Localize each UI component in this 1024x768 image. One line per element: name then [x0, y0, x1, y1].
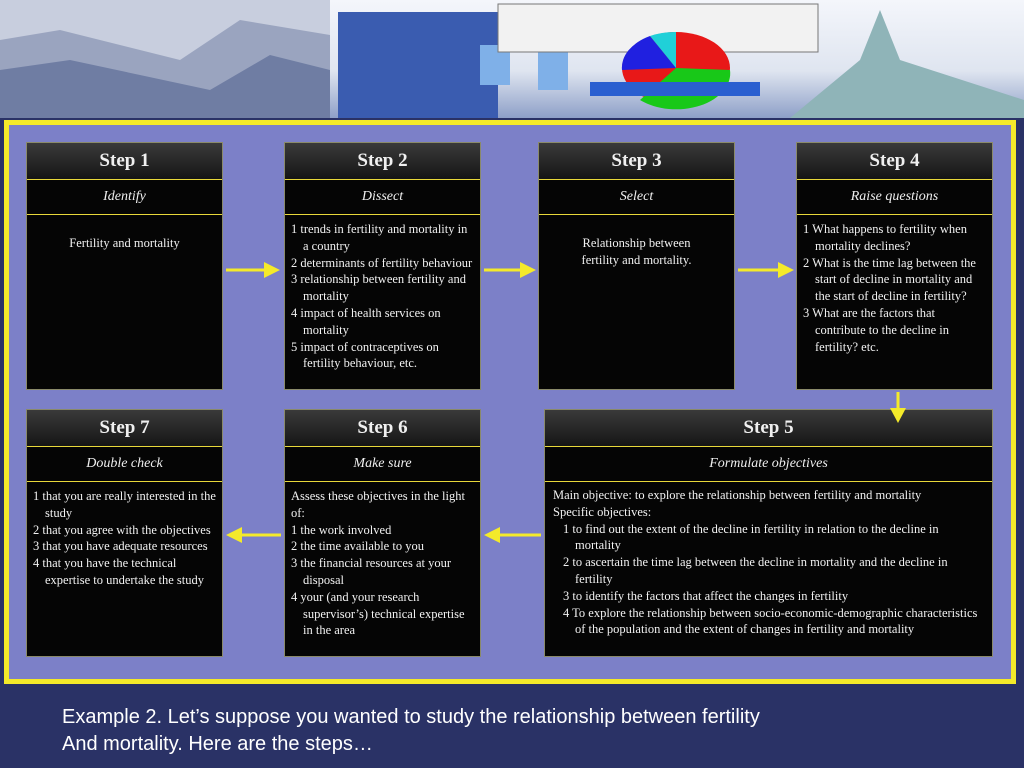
step-1-subtitle: Identify: [27, 180, 222, 215]
banner-pie-slice: [650, 31, 676, 68]
caption-line-1: Example 2. Let’s suppose you wanted to s…: [62, 706, 760, 728]
banner-surface-plot: [790, 10, 1024, 118]
step-6-body: Assess these objectives in the light of:…: [285, 482, 480, 645]
list-item: 1 that you are really interested in the …: [33, 489, 216, 520]
step-1-body: Fertility and mortality: [27, 215, 222, 258]
step-5-body: Main objective: to explore the relations…: [545, 482, 992, 643]
banner-area-chart-layer: [0, 55, 330, 118]
step-5-specific-label: Specific objectives:: [553, 504, 652, 519]
step-1-text: Fertility and mortality: [69, 236, 180, 250]
list-item: 3 What are the factors that contribute t…: [803, 305, 949, 354]
slide-caption: Example 2. Let’s suppose you wanted to s…: [62, 704, 1002, 758]
step-7-box: Step 7 Double check 1 that you are reall…: [26, 409, 223, 657]
decorative-chart-banner: [0, 0, 1024, 118]
step-3-subtitle: Select: [539, 180, 734, 215]
step-6-intro: Assess these objectives in the light of:: [291, 489, 465, 520]
step-5-title: Step 5: [545, 410, 992, 447]
step-4-body: 1 What happens to fertility when mortali…: [797, 215, 992, 361]
step-7-body: 1 that you are really interested in the …: [27, 482, 222, 595]
step-4-subtitle: Raise questions: [797, 180, 992, 215]
step-7-subtitle: Double check: [27, 447, 222, 482]
list-item: 4 impact of health services on mortality: [291, 305, 441, 337]
step-3-body: Relationship between fertility and morta…: [539, 215, 734, 275]
step-2-box: Step 2 Dissect 1 trends in fertility and…: [284, 142, 481, 390]
step-2-body: 1 trends in fertility and mortality in a…: [285, 215, 480, 378]
list-item: 1 trends in fertility and mortality in a…: [291, 222, 468, 253]
list-item: 5 impact of contraceptives on fertility …: [291, 339, 439, 371]
banner-pie-slice: [621, 36, 676, 70]
step-5-subtitle: Formulate objectives: [545, 447, 992, 482]
list-item: 2 What is the time lag between the start…: [803, 255, 976, 304]
list-item: 3 to identify the factors that affect th…: [563, 588, 849, 603]
list-item: 1 the work involved: [291, 522, 392, 537]
step-7-title: Step 7: [27, 410, 222, 447]
list-item: 4 that you have the technical expertise …: [33, 556, 204, 587]
list-item: 1 to find out the extent of the decline …: [563, 521, 939, 553]
banner-bar-strip: [590, 82, 760, 96]
list-item: 1 What happens to fertility when mortali…: [803, 222, 967, 253]
step-5-main-objective: Main objective: to explore the relations…: [553, 488, 922, 502]
banner-graphics: [0, 0, 1024, 118]
list-item: 2 to ascertain the time lag between the …: [563, 555, 948, 586]
step-1-title: Step 1: [27, 143, 222, 180]
step-3-box: Step 3 Select Relationship between ferti…: [538, 142, 735, 390]
list-item: 2 the time available to you: [291, 539, 424, 554]
step-5-box: Step 5 Formulate objectives Main objecti…: [544, 409, 993, 657]
step-4-box: Step 4 Raise questions 1 What happens to…: [796, 142, 993, 390]
list-item: 2 that you agree with the objectives: [33, 522, 211, 537]
step-6-box: Step 6 Make sure Assess these objectives…: [284, 409, 481, 657]
list-item: 3 the financial resources at your dispos…: [291, 556, 452, 587]
list-item: 3 relationship between fertility and mor…: [291, 272, 466, 304]
step-3-text: Relationship between fertility and morta…: [581, 236, 692, 267]
step-6-title: Step 6: [285, 410, 480, 447]
step-1-box: Step 1 Identify Fertility and mortality: [26, 142, 223, 390]
list-item: 3 that you have adequate resources: [33, 539, 208, 554]
step-2-title: Step 2: [285, 143, 480, 180]
step-4-title: Step 4: [797, 143, 992, 180]
step-3-title: Step 3: [539, 143, 734, 180]
list-item: 2 determinants of fertility behaviour: [291, 255, 473, 270]
step-2-subtitle: Dissect: [285, 180, 480, 215]
step-6-subtitle: Make sure: [285, 447, 480, 482]
caption-line-2: And mortality. Here are the steps…: [62, 733, 373, 755]
list-item: 4 To explore the relationship between so…: [563, 605, 978, 637]
list-item: 4 your (and your research supervisor’s) …: [291, 589, 465, 638]
banner-bar-chart: [338, 12, 498, 118]
